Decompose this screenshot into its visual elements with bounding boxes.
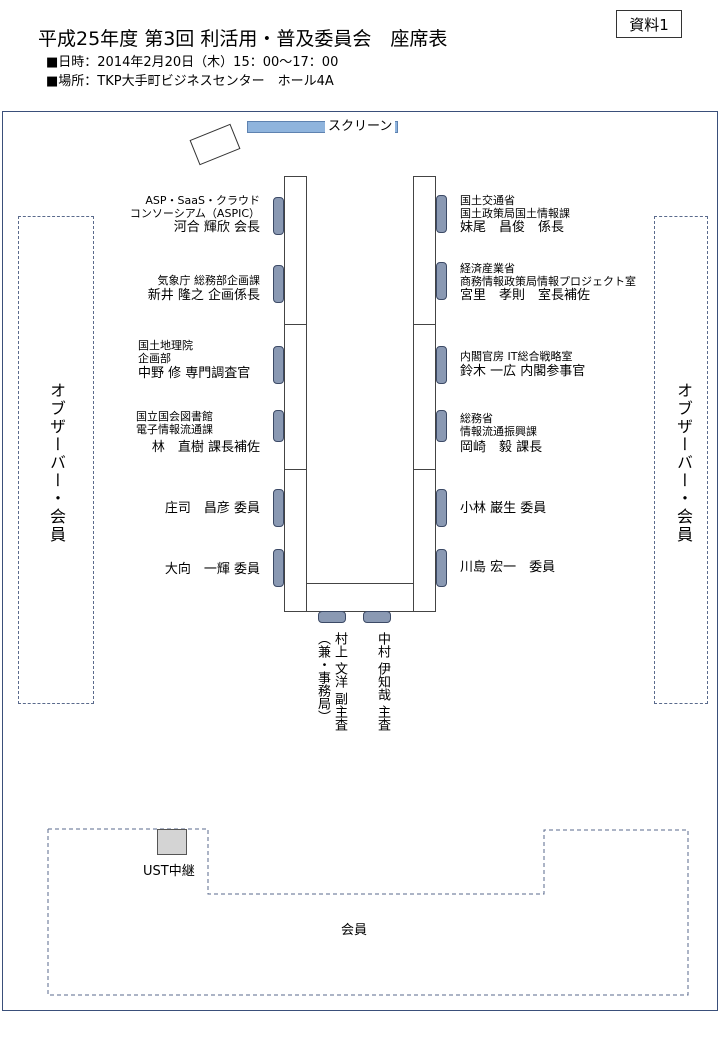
date-line: ■日時：2014年2月20日（木）15：00〜17：00 — [46, 55, 339, 70]
observer-area-left-label: オブザーバー・会員 — [47, 382, 66, 544]
left-seat-5-name: 庄司 昌彦 委員 — [164, 501, 260, 516]
chair-right-3 — [436, 346, 447, 384]
left-seat-3-name: 中野 修 専門調査官 — [138, 366, 251, 381]
right-seat-3-org: 内閣官房 IT総合戦略室 — [460, 350, 573, 363]
chair-right-4 — [436, 410, 447, 442]
member-area-label: 会員 — [341, 923, 368, 938]
right-seat-6-name: 川島 宏一 委員 — [460, 560, 556, 575]
page-title: 平成25年度 第3回 利活用・普及委員会 座席表 — [38, 28, 448, 50]
left-seat-4-org: 国立国会図書館 電子情報流通課 — [136, 410, 213, 436]
right-table-3 — [413, 469, 436, 612]
right-seat-1-name: 妹尾 昌俊 係長 — [460, 220, 565, 235]
screen-label: スクリーン — [325, 118, 396, 135]
place-line: ■場所：TKP大手町ビジネスセンター ホール4A — [46, 74, 334, 89]
chair-bottom-2 — [363, 611, 391, 623]
document-badge: 資料1 — [616, 10, 682, 38]
chair-bottom-1 — [318, 611, 346, 623]
left-seat-6-name: 大向 一輝 委員 — [164, 562, 260, 577]
right-seat-3-name: 鈴木 一広 内閣参事官 — [460, 364, 586, 379]
chair-left-3 — [273, 346, 284, 384]
right-seat-4-name: 岡崎 毅 課長 — [460, 440, 543, 455]
left-seat-1-org: ASP・SaaS・クラウド コンソーシアム（ASPIC） — [129, 194, 260, 220]
chair-right-1 — [436, 195, 447, 233]
right-seat-2-name: 宮里 孝則 室長補佐 — [460, 288, 591, 303]
left-seat-1-name: 河合 輝欣 会長 — [173, 220, 260, 235]
left-seat-2-org: 気象庁 総務部企画課 — [157, 274, 261, 287]
chair-left-2 — [273, 265, 284, 303]
left-seat-2-name: 新井 隆之 企画係長 — [147, 288, 260, 303]
left-seat-3-org: 国土地理院 企画部 — [138, 339, 193, 365]
chair-left-5 — [273, 489, 284, 527]
bottom-seat-2-name: 中村 伊知哉 主査 — [375, 632, 390, 732]
chair-left-6 — [273, 549, 284, 587]
observer-area-left — [18, 216, 94, 704]
chair-left-1 — [273, 197, 284, 235]
left-seat-4-name: 林 直樹 課長補佐 — [151, 440, 260, 455]
left-table-3 — [284, 469, 307, 612]
room-outline — [2, 111, 718, 1011]
right-seat-5-name: 小林 巌生 委員 — [460, 501, 547, 516]
chair-right-5 — [436, 489, 447, 527]
chair-right-2 — [436, 262, 447, 300]
ust-camera-icon — [157, 829, 187, 855]
right-seat-4-org: 総務省 情報流通振興課 — [460, 412, 537, 438]
chair-right-6 — [436, 549, 447, 587]
bottom-seat-1-name: 村上 文洋 副主査 — [332, 632, 347, 732]
observer-area-right — [654, 216, 708, 704]
observer-area-right-label: オブザーバー・会員 — [674, 382, 693, 544]
right-seat-1-org: 国土交通省 国土政策局国土情報課 — [460, 194, 570, 220]
head-table — [306, 583, 414, 612]
chair-left-4 — [273, 410, 284, 442]
right-seat-2-org: 経済産業省 商務情報政策局情報プロジェクト室 — [460, 262, 636, 288]
bottom-seat-1-note: （兼・事務局） — [315, 632, 330, 723]
ust-label: UST中継 — [143, 864, 195, 879]
